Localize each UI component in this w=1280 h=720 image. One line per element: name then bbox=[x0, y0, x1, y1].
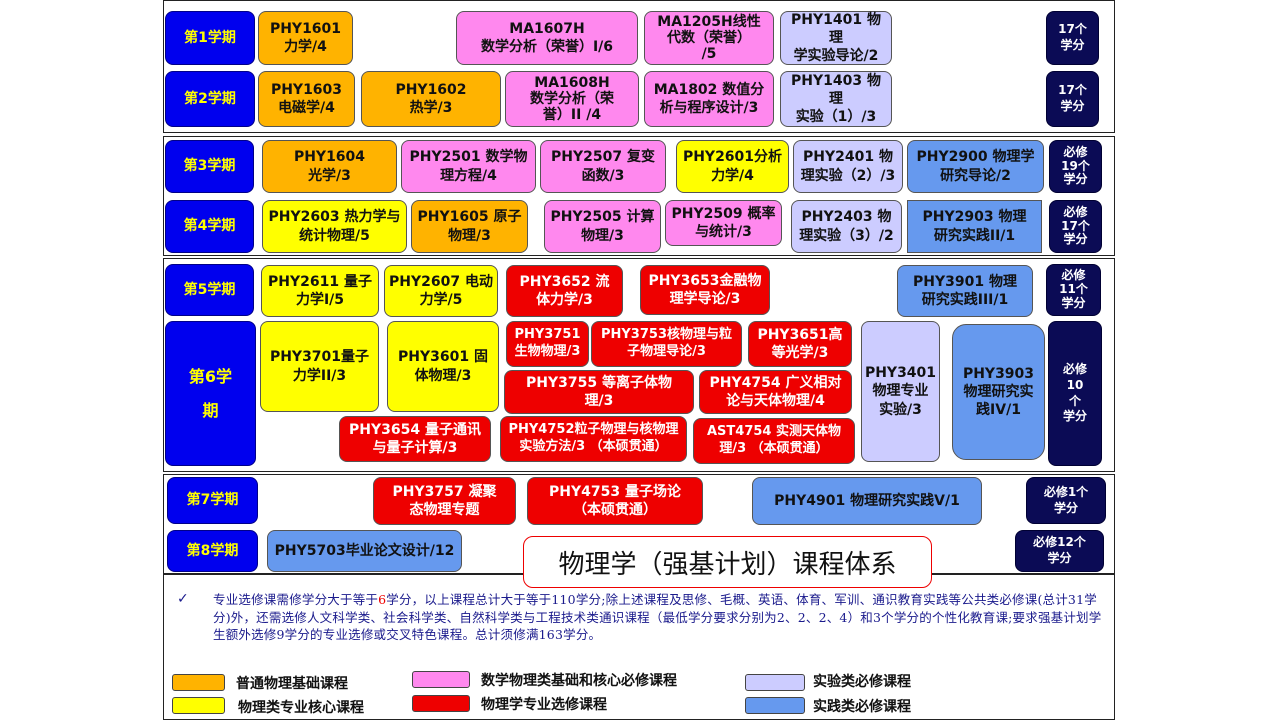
legend-label-yellow: 物理类专业核心课程 bbox=[238, 700, 364, 716]
note-part2: 学分，以上课程总计大于等于110学分;除上述课程及思修、毛概、英语、体育、军训、… bbox=[213, 592, 1102, 642]
frame-year1 bbox=[163, 0, 1115, 133]
legend-label-pink: 数学物理类基础和核心必修课程 bbox=[481, 673, 677, 689]
course-phy2611: PHY2611 量子 力学I/5 bbox=[261, 265, 379, 317]
course-phy2603: PHY2603 热力学与 统计物理/5 bbox=[262, 200, 407, 253]
legend-swatch-yellow bbox=[172, 697, 225, 714]
course-phy3901: PHY3901 物理 研究实践III/1 bbox=[897, 265, 1033, 317]
course-phy2401: PHY2401 物 理实验（2）/3 bbox=[793, 140, 903, 193]
course-phy2403: PHY2403 物 理实验（3）/2 bbox=[791, 200, 902, 253]
course-phy3652: PHY3652 流 体力学/3 bbox=[506, 265, 623, 317]
note-part1: 专业选修课需修学分大于等于 bbox=[213, 592, 379, 607]
course-phy2900: PHY2900 物理学 研究导论/2 bbox=[907, 140, 1044, 193]
course-phy2509: PHY2509 概率 与统计/3 bbox=[665, 200, 782, 246]
legend-swatch-blue bbox=[745, 697, 805, 714]
course-ma1802: MA1802 数值分 析与程序设计/3 bbox=[644, 71, 774, 127]
course-phy2501: PHY2501 数学物 理方程/4 bbox=[401, 140, 536, 193]
semester-2-label: 第2学期 bbox=[165, 71, 255, 127]
course-phy3755: PHY3755 等离子体物 理/3 bbox=[504, 370, 694, 414]
course-phy3651: PHY3651高 等光学/3 bbox=[748, 321, 852, 367]
legend-swatch-red bbox=[412, 695, 470, 712]
course-phy2607: PHY2607 电动 力学/5 bbox=[384, 265, 498, 317]
semester-5-label: 第5学期 bbox=[165, 264, 254, 316]
course-phy4752: PHY4752粒子物理与核物理 实验方法/3 （本硕贯通） bbox=[500, 416, 687, 462]
legend-label-orange: 普通物理基础课程 bbox=[236, 676, 348, 692]
credits-semester-4: 必修 17个 学分 bbox=[1049, 200, 1102, 253]
note-highlight: 6 bbox=[378, 592, 387, 607]
semester-7-label: 第7学期 bbox=[167, 477, 258, 524]
course-phy2903: PHY2903 物理 研究实践II/1 bbox=[907, 200, 1042, 253]
check-icon: ✓ bbox=[177, 591, 189, 607]
semester-3-label: 第3学期 bbox=[165, 140, 254, 193]
course-phy1601: PHY1601 力学/4 bbox=[258, 11, 353, 65]
semester-4-label: 第4学期 bbox=[165, 200, 254, 253]
course-phy1604: PHY1604 光学/3 bbox=[262, 140, 397, 193]
course-phy2507: PHY2507 复变 函数/3 bbox=[540, 140, 666, 193]
course-phy1605: PHY1605 原子 物理/3 bbox=[411, 200, 528, 253]
course-ma1607h: MA1607H 数学分析（荣誉）I/6 bbox=[456, 11, 638, 65]
course-phy2505: PHY2505 计算 物理/3 bbox=[544, 200, 661, 253]
legend-swatch-orange bbox=[172, 674, 225, 691]
course-ma1608h: MA1608H 数学分析（荣 誉）II /4 bbox=[505, 71, 639, 127]
course-phy3903: PHY3903 物理研究实 践IV/1 bbox=[952, 324, 1045, 460]
credits-semester-2: 17个 学分 bbox=[1046, 71, 1099, 127]
semester-1-label: 第1学期 bbox=[165, 11, 255, 65]
course-phy4754: PHY4754 广义相对 论与天体物理/4 bbox=[699, 370, 852, 414]
course-ma1205h: MA1205H线性 代数（荣誉） /5 bbox=[644, 11, 774, 65]
course-phy2601: PHY2601分析 力学/4 bbox=[676, 140, 789, 193]
course-phy4753: PHY4753 量子场论 （本硕贯通） bbox=[527, 477, 703, 525]
legend-swatch-pink bbox=[412, 671, 470, 688]
course-phy1401: PHY1401 物理 学实验导论/2 bbox=[780, 11, 892, 65]
credits-semester-1: 17个 学分 bbox=[1046, 11, 1099, 65]
course-phy4901: PHY4901 物理研究实践V/1 bbox=[752, 477, 982, 525]
course-phy1603: PHY1603 电磁学/4 bbox=[258, 71, 355, 127]
requirements-note: 专业选修课需修学分大于等于6学分，以上课程总计大于等于110学分;除上述课程及思… bbox=[213, 591, 1108, 644]
course-ast4754: AST4754 实测天体物 理/3 （本硕贯通） bbox=[693, 418, 855, 464]
course-phy3751: PHY3751 生物物理/3 bbox=[506, 321, 589, 367]
credits-semester-6: 必修 10 个 学分 bbox=[1048, 321, 1102, 466]
legend-label-lavender: 实验类必修课程 bbox=[813, 674, 911, 690]
legend-label-red: 物理学专业选修课程 bbox=[481, 697, 607, 713]
diagram-title: 物理学（强基计划）课程体系 bbox=[523, 536, 932, 588]
credits-semester-8: 必修12个 学分 bbox=[1015, 530, 1104, 572]
course-phy3601: PHY3601 固 体物理/3 bbox=[387, 321, 499, 412]
legend-swatch-lavender bbox=[745, 674, 805, 691]
course-phy3653: PHY3653金融物 理学导论/3 bbox=[640, 265, 770, 315]
credits-semester-5: 必修 11个 学分 bbox=[1046, 264, 1101, 316]
credits-semester-7: 必修1个 学分 bbox=[1026, 477, 1106, 524]
course-phy1602: PHY1602 热学/3 bbox=[361, 71, 501, 127]
course-phy3654: PHY3654 量子通讯 与量子计算/3 bbox=[339, 416, 491, 462]
course-phy1403: PHY1403 物理 实验（1）/3 bbox=[780, 71, 892, 127]
frame-year2 bbox=[163, 136, 1115, 256]
semester-6-label: 第6学 期 bbox=[165, 321, 256, 466]
frame-year3 bbox=[163, 258, 1115, 472]
course-phy3757: PHY3757 凝聚 态物理专题 bbox=[373, 477, 516, 525]
course-phy5703: PHY5703毕业论文设计/12 bbox=[267, 530, 462, 572]
semester-8-label: 第8学期 bbox=[167, 530, 258, 572]
legend-label-blue: 实践类必修课程 bbox=[813, 699, 911, 715]
credits-semester-3: 必修 19个 学分 bbox=[1049, 140, 1102, 193]
course-phy3753: PHY3753核物理与粒 子物理导论/3 bbox=[591, 321, 742, 367]
course-phy3701: PHY3701量子 力学II/3 bbox=[260, 321, 379, 412]
course-phy3401: PHY3401 物理专业 实验/3 bbox=[861, 321, 940, 462]
